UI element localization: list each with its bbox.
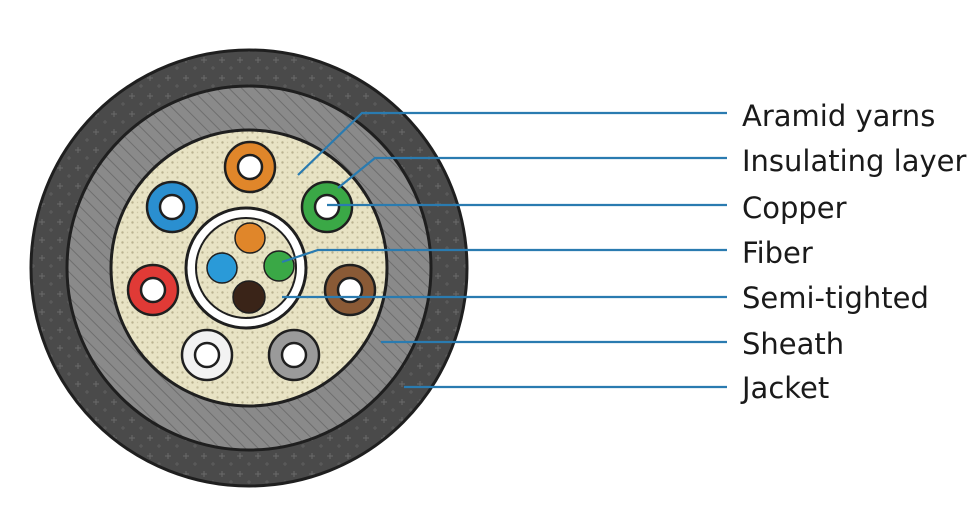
fibers-group [206,222,295,314]
label-semi-tighted: Semi-tighted [742,281,929,315]
brown-fiber [232,280,266,314]
labels: Aramid yarns Insulating layer Copper Fib… [740,99,967,405]
label-sheath: Sheath [742,327,844,361]
brown-conductor-core [336,276,364,304]
green-conductor-core [313,193,341,221]
label-fiber: Fiber [742,236,813,270]
green-conductor [300,180,354,234]
orange-fiber [234,222,266,254]
blue-fiber [206,252,238,284]
white-conductor-core [193,341,221,369]
green-fiber [263,250,295,282]
leader-fiber [281,248,727,264]
red-conductor [126,263,180,317]
leader-lines [281,111,727,389]
leader-insulating [337,156,727,189]
label-jacket: Jacket [740,371,829,405]
orange-conductor [223,140,277,194]
semi-tight-tube-inner [195,217,297,319]
blue-conductor [145,180,199,234]
red-conductor-core [139,276,167,304]
label-insulating-layer: Insulating layer [742,144,967,178]
gray-conductor [267,328,321,382]
blue-conductor-core [158,193,186,221]
copper-conductors-group [126,140,377,382]
label-aramid-yarns: Aramid yarns [742,99,935,133]
brown-conductor [323,263,377,317]
white-conductor [180,328,234,382]
gray-conductor-core [280,341,308,369]
leader-aramid [297,111,727,176]
label-copper: Copper [742,191,847,225]
orange-conductor-core [236,153,264,181]
